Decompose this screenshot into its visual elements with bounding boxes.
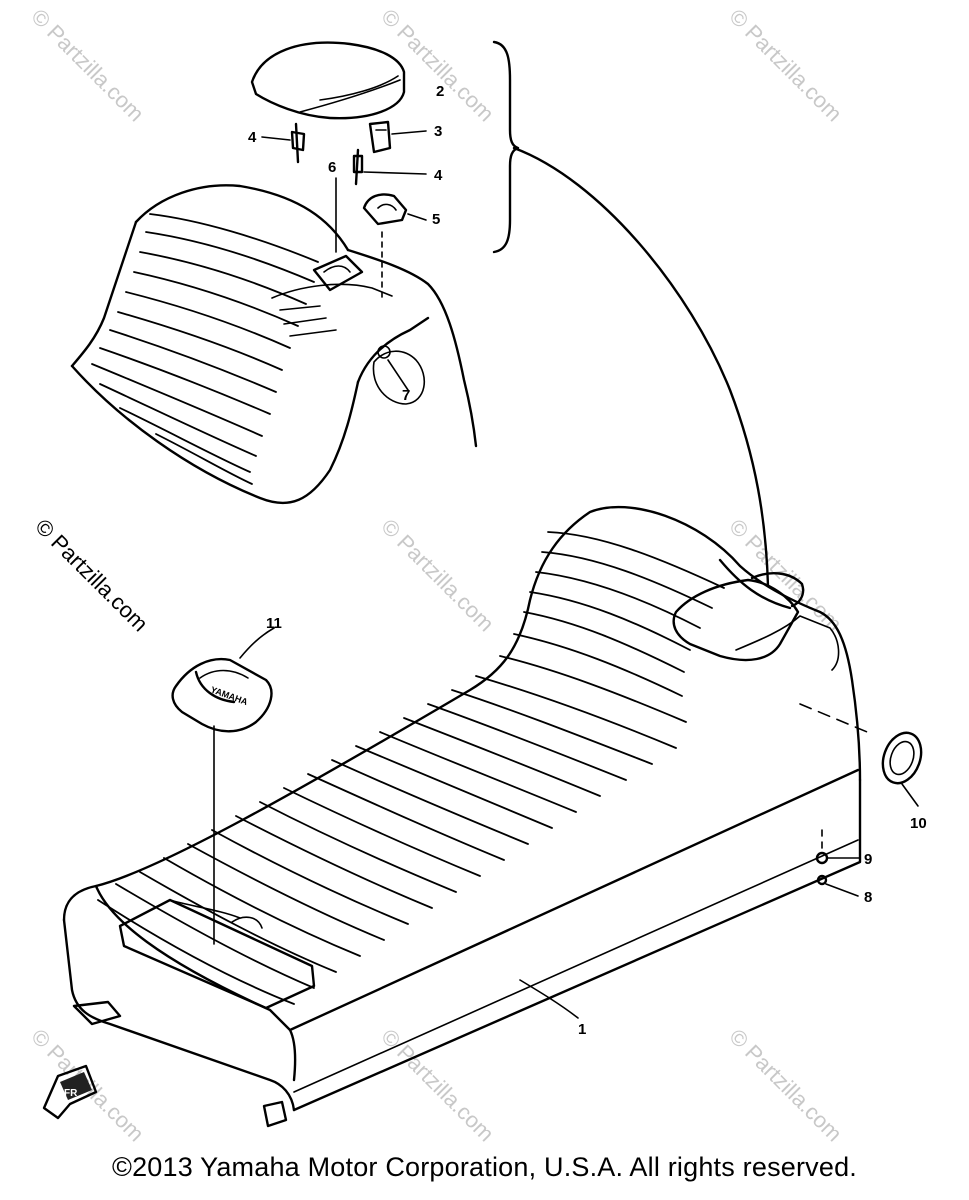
callout-1: 1 [578,1021,586,1038]
exploded-bracket [492,40,520,254]
fr-label: FR [64,1088,78,1099]
callout-4-right: 4 [434,167,443,184]
seat-back-ribs [91,213,319,485]
callout-2: 2 [436,83,444,100]
callout-3: 3 [434,123,442,140]
callout-8: 8 [864,889,872,906]
callout-10: 10 [910,815,927,832]
watermark: © Partzilla.com [376,4,499,127]
callout-9: 9 [864,851,872,868]
callouts: 2 3 4 4 5 6 7 8 9 10 11 1 [248,83,927,1038]
seat-back-detail [70,41,478,505]
watermark: © Partzilla.com [376,1024,499,1147]
reference-curve [512,146,770,588]
watermark: © Partzilla.com [376,514,499,637]
watermark: © Partzilla.com [724,4,847,127]
back-cushion [250,41,406,120]
copyright-notice: ©2013 Yamaha Motor Corporation, U.S.A. A… [111,1152,858,1182]
callout-11: 11 [266,615,282,632]
callout-4-left: 4 [248,129,257,146]
callout-5: 5 [432,211,440,228]
watermark: © Partzilla.com [724,1024,847,1147]
callout-7: 7 [402,387,410,404]
watermark: © Partzilla.com [26,4,149,127]
tool-bag: YAMAHA [171,627,275,945]
seat-ribs [97,531,725,1005]
bag-tag-text: YAMAHA [209,684,249,707]
watermark-dark: © Partzilla.com [30,514,153,637]
fr-arrow: FR [42,1064,98,1120]
seat-assembly [62,505,923,1128]
callout-6: 6 [328,159,336,176]
